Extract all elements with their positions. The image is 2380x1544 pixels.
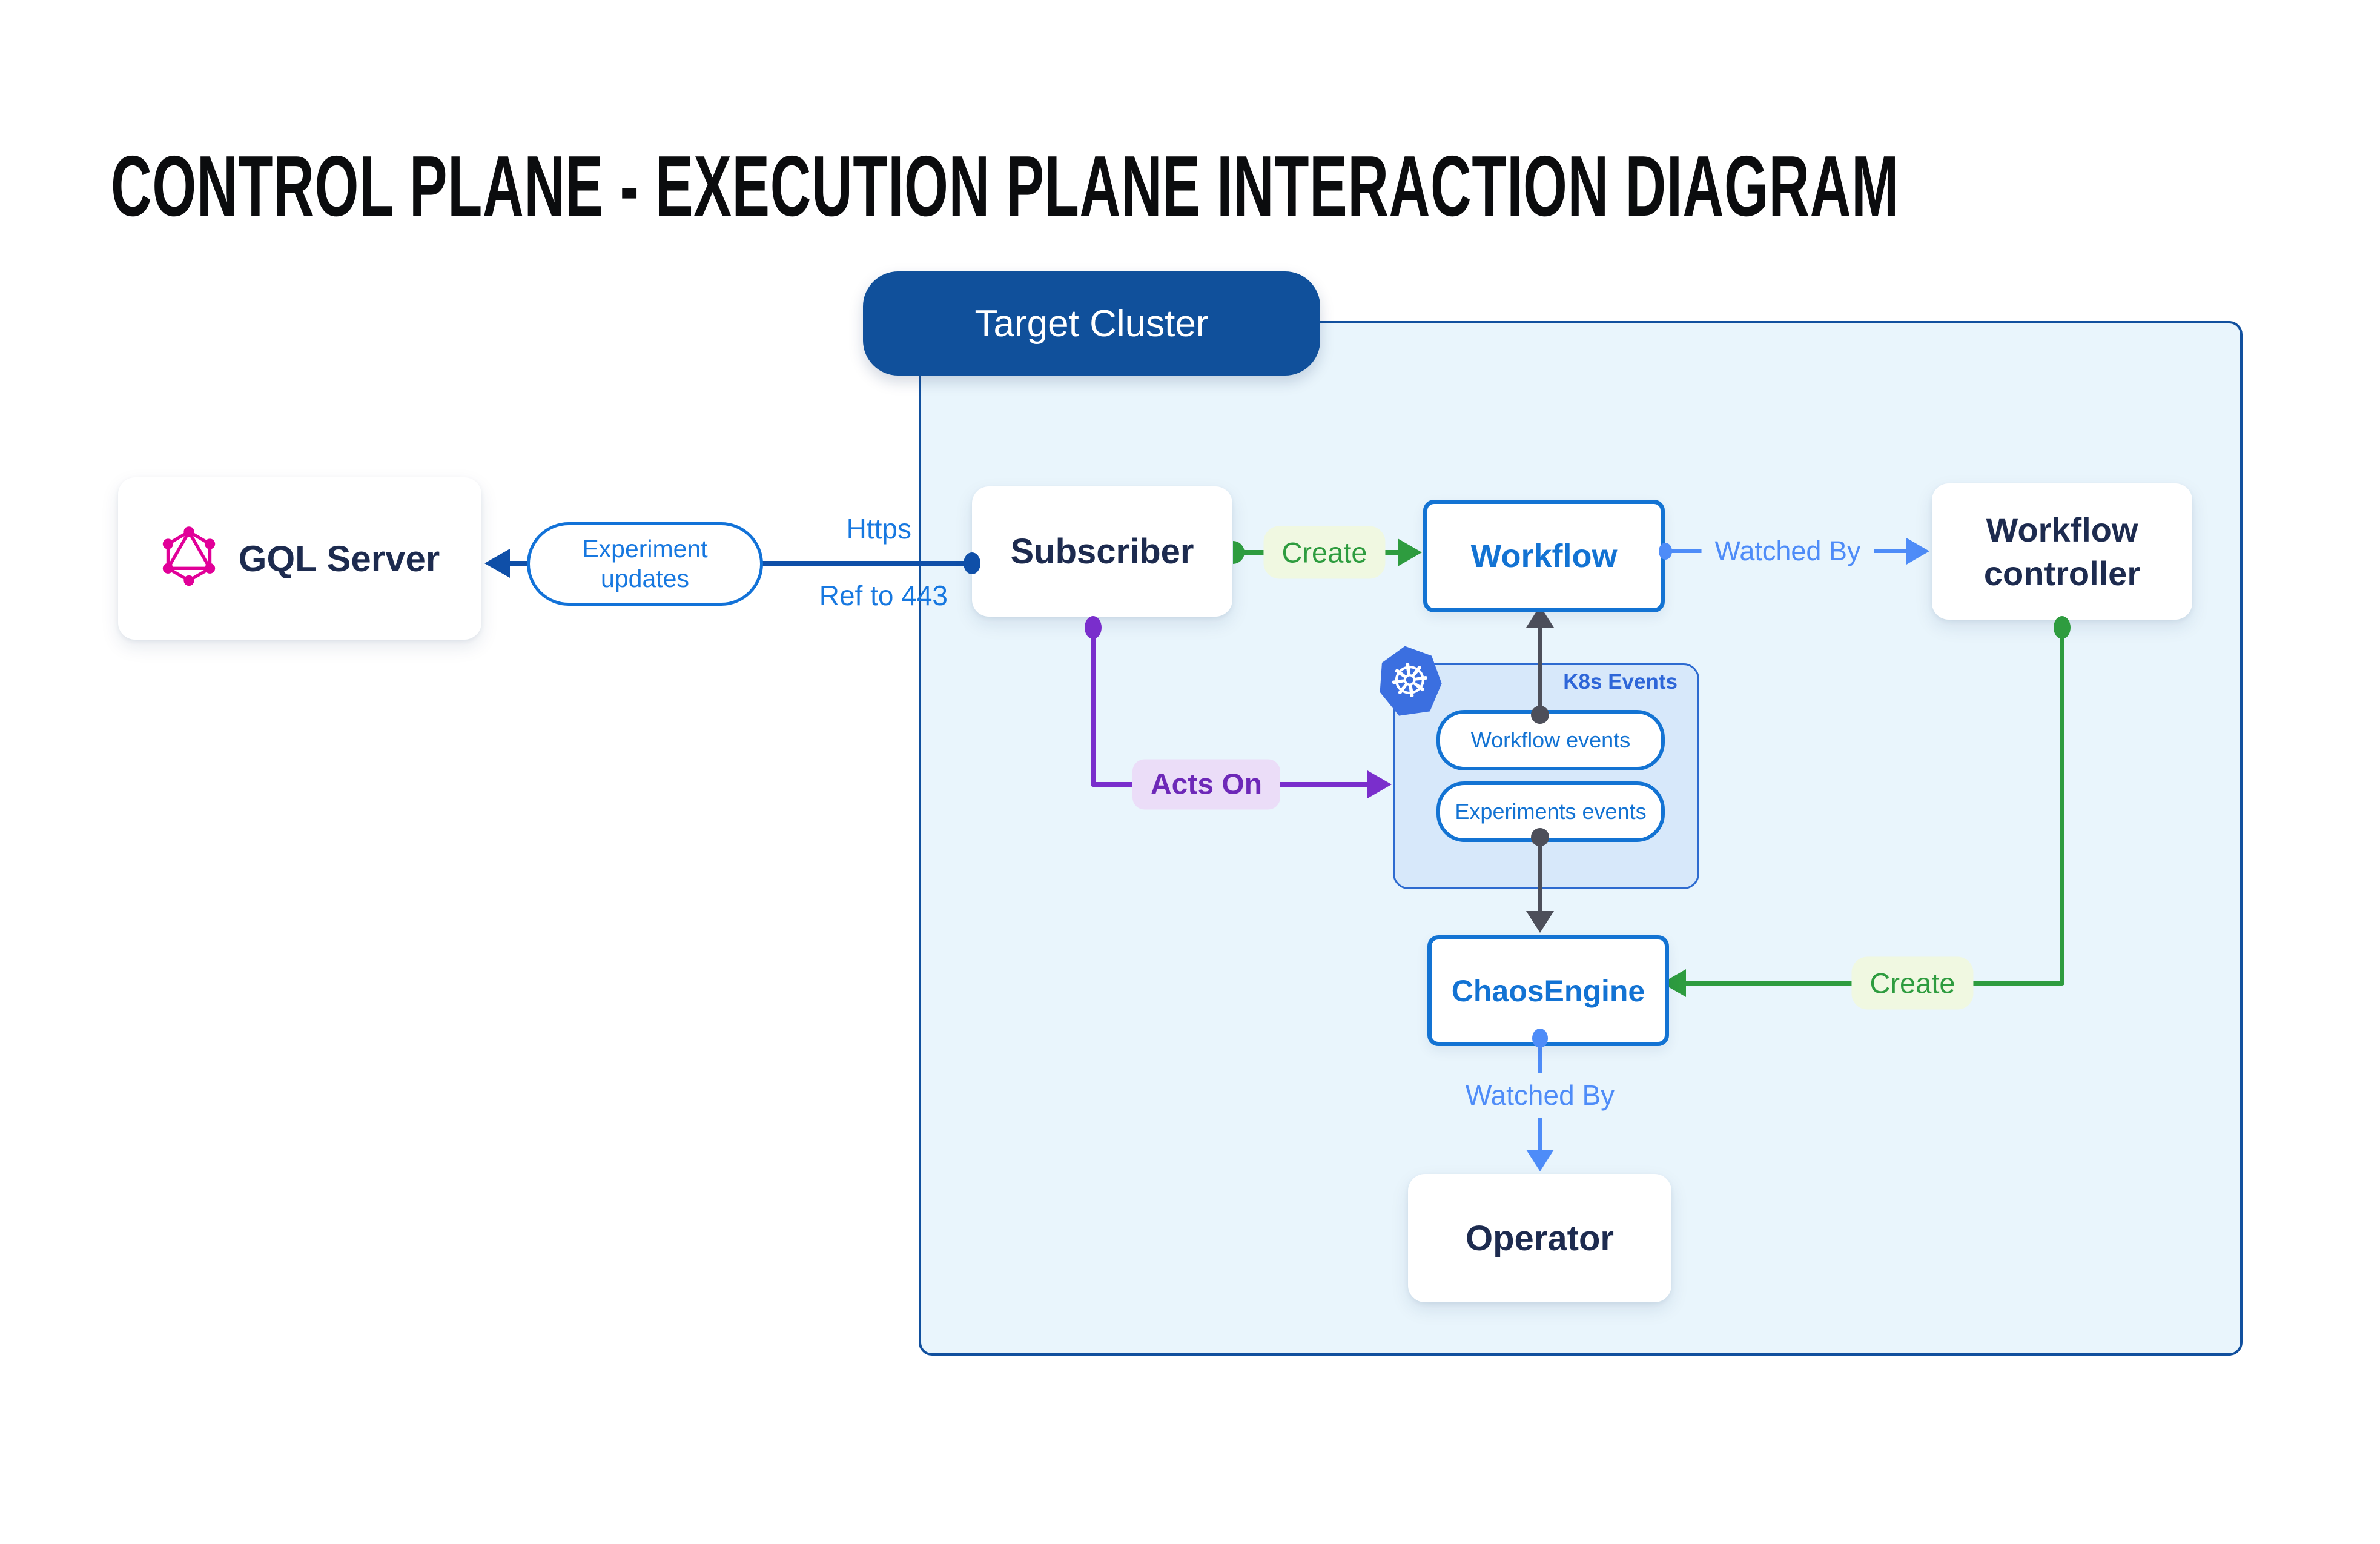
watched-by-controller-label: Watched By	[1701, 532, 1874, 571]
target-cluster-pill: Target Cluster	[863, 271, 1320, 376]
create-workflow-label: Create	[1263, 526, 1386, 579]
subscriber-card: Subscriber	[972, 486, 1232, 617]
edge-controller-to-chaosengine	[1662, 630, 2064, 997]
workflow-events-label: Workflow events	[1470, 727, 1631, 752]
watched-by-operator-label: Watched By	[1453, 1073, 1627, 1118]
workflow-controller-card: Workflow controller	[1932, 483, 2192, 620]
arrowhead-right-icon	[1906, 538, 1929, 565]
dot-workflow-right	[1659, 543, 1672, 560]
edge-k8sevents-to-chaosengine	[1526, 840, 1554, 933]
operator-card: Operator	[1408, 1174, 1671, 1302]
arrowhead-right-icon	[1398, 538, 1422, 566]
target-cluster-label: Target Cluster	[974, 302, 1209, 345]
dot-chaosengine-bottom	[1532, 1029, 1548, 1048]
experiments-events-label: Experiments events	[1455, 799, 1647, 824]
k8s-events-caption: K8s Events	[1563, 670, 1678, 694]
dot-subscriber-bottom	[1085, 616, 1102, 639]
dot-controller-bottom	[2054, 616, 2071, 639]
edge-k8sevents-to-workflow	[1526, 606, 1554, 712]
dot-subscriber-left	[964, 552, 980, 574]
https-label: Https	[846, 513, 911, 545]
chaos-engine-card: ChaosEngine	[1427, 935, 1669, 1046]
arrowhead-left-icon	[484, 549, 510, 578]
graphql-icon	[162, 526, 215, 586]
workflow-controller-label: Workflow controller	[1983, 510, 2141, 592]
create-chaos-engine-label: Create	[1851, 956, 1974, 1010]
k8s-events-group	[1393, 663, 1699, 889]
subscriber-label: Subscriber	[1010, 532, 1194, 571]
gql-server-label: GQL Server	[238, 538, 440, 579]
experiment-updates-badge: Experiment updates	[527, 522, 763, 606]
arrowhead-down-icon	[1526, 1150, 1554, 1171]
acts-on-label: Acts On	[1132, 759, 1281, 810]
workflow-label: Workflow	[1470, 538, 1618, 574]
arrowhead-right-icon	[1367, 770, 1392, 798]
gql-server-card: GQL Server	[118, 477, 481, 640]
workflow-card: Workflow	[1423, 500, 1665, 612]
arrowhead-up-icon	[1526, 606, 1554, 628]
workflow-events-pill: Workflow events	[1436, 710, 1665, 770]
ref-to-443-label: Ref to 443	[819, 580, 948, 611]
page-title: CONTROL PLANE - EXECUTION PLANE INTERACT…	[111, 138, 1899, 234]
edge-subscriber-to-k8sevents	[1091, 630, 1392, 798]
operator-label: Operator	[1466, 1218, 1614, 1258]
chaos-engine-label: ChaosEngine	[1451, 973, 1645, 1008]
dot-workflow-events-top	[1531, 706, 1549, 724]
experiments-events-pill: Experiments events	[1436, 781, 1665, 842]
dot-experiments-events-bottom	[1531, 828, 1549, 846]
dot-subscriber-right	[1233, 541, 1245, 564]
experiment-updates-label: Experiment updates	[582, 534, 708, 592]
arrowhead-down-icon	[1526, 911, 1554, 933]
arrowhead-left-icon	[1662, 969, 1686, 997]
